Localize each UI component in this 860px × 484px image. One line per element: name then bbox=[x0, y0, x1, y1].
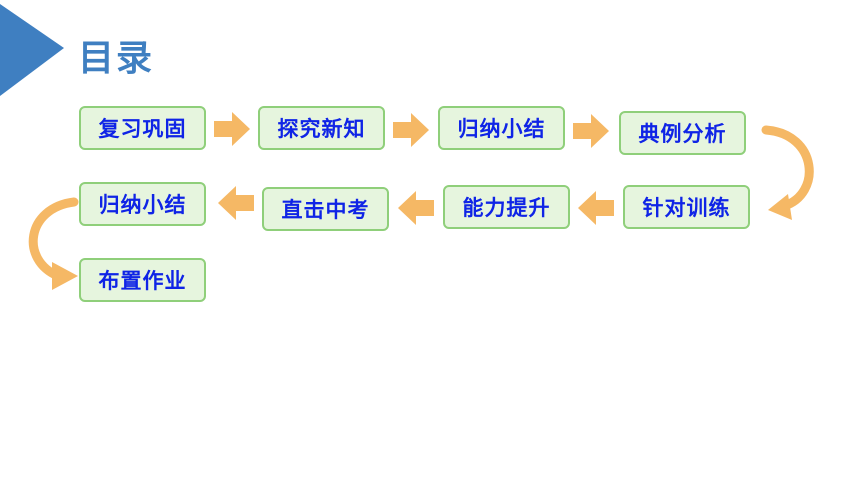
left-arrow-icon bbox=[218, 186, 254, 220]
left-arrow-icon bbox=[398, 191, 434, 225]
right-arrow-icon bbox=[573, 114, 609, 148]
corner-triangle-decoration bbox=[0, 0, 70, 100]
curved-down-arrow-icon bbox=[760, 124, 820, 224]
step-ability[interactable]: 能力提升 bbox=[443, 185, 570, 229]
right-arrow-icon bbox=[393, 113, 429, 147]
step-review[interactable]: 复习巩固 bbox=[79, 106, 206, 150]
left-arrow-icon bbox=[578, 191, 614, 225]
step-exam[interactable]: 直击中考 bbox=[262, 187, 389, 231]
step-examples[interactable]: 典例分析 bbox=[619, 111, 746, 155]
right-arrow-icon bbox=[214, 112, 250, 146]
curved-down-arrow-icon bbox=[22, 196, 82, 296]
step-homework[interactable]: 布置作业 bbox=[79, 258, 206, 302]
step-explore[interactable]: 探究新知 bbox=[258, 106, 385, 150]
page-title: 目录 bbox=[78, 38, 155, 79]
step-practice[interactable]: 针对训练 bbox=[623, 185, 750, 229]
step-summary-2[interactable]: 归纳小结 bbox=[79, 182, 206, 226]
step-summary-1[interactable]: 归纳小结 bbox=[438, 106, 565, 150]
